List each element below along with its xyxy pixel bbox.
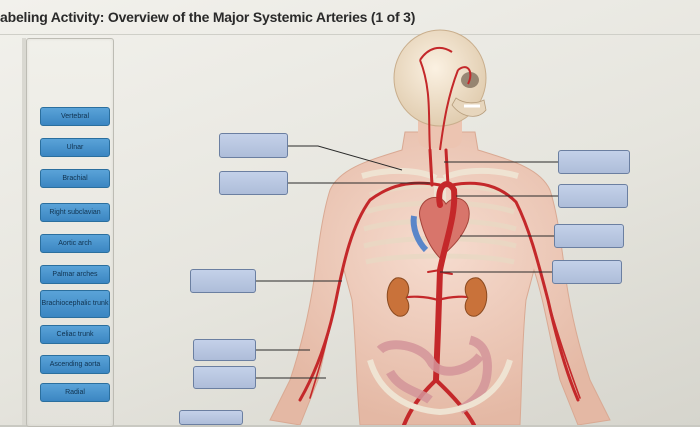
draggable-label-celiac-trunk[interactable]: Celiac trunk [40,325,110,344]
activity-title: abeling Activity: Overview of the Major … [0,9,416,25]
heart-vein [410,215,429,253]
draggable-label-ulnar[interactable]: Ulnar [40,138,110,157]
draggable-label-vertebral[interactable]: Vertebral [40,107,110,126]
left-kidney [386,277,410,317]
drop-target-4[interactable] [193,339,256,361]
draggable-label-right-subclavian[interactable]: Right subclavian [40,203,110,222]
draggable-label-radial[interactable]: Radial [40,383,110,402]
drop-target-2[interactable] [219,171,288,195]
title-divider [0,34,700,35]
leader-lines [256,145,558,379]
drop-target-10[interactable] [552,260,622,284]
left-rail [22,38,26,425]
draggable-label-palmar-arches[interactable]: Palmar arches [40,265,110,284]
drop-target-8[interactable] [558,184,628,208]
right-kidney [464,277,488,317]
arteries [298,148,581,425]
pelvis [367,359,513,416]
drop-target-5[interactable] [193,366,256,389]
head-artery [419,46,472,151]
drop-target-3[interactable] [190,269,256,293]
draggable-label-aortic-arch[interactable]: Aortic arch [40,234,110,253]
draggable-label-ascending-aorta[interactable]: Ascending aorta [40,355,110,374]
draggable-label-brachiocephalic-trunk[interactable]: Brachiocephalic trunk [40,290,110,318]
drop-target-6[interactable] [179,410,243,425]
drop-target-1[interactable] [219,133,288,158]
drop-target-7[interactable] [558,150,630,174]
draggable-label-brachial[interactable]: Brachial [40,169,110,188]
drop-target-9[interactable] [554,224,624,248]
